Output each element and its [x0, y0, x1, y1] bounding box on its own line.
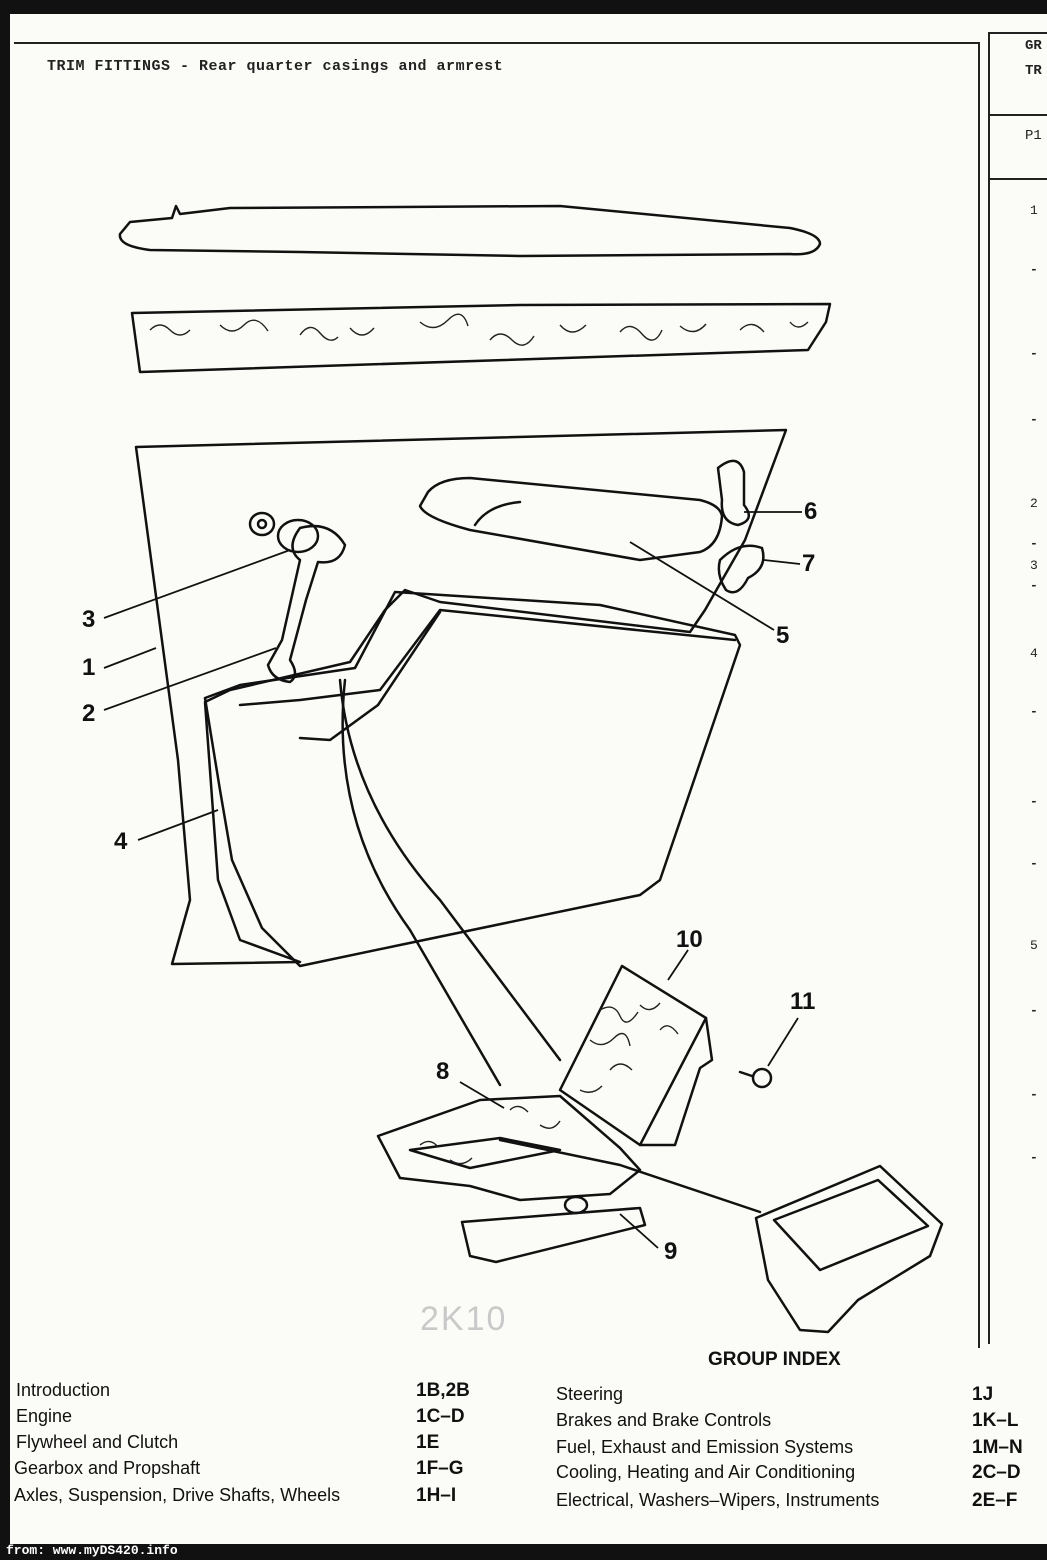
armrest-pad-highlight	[473, 500, 522, 527]
mounting-bracket	[376, 1094, 642, 1202]
finisher-top	[716, 459, 751, 527]
bracket-veneer-pattern	[419, 1105, 561, 1165]
list-dash: -	[1030, 794, 1038, 809]
illustration-panel	[14, 42, 980, 1348]
callout-6: 6	[804, 498, 818, 525]
trim-screw-shank	[738, 1070, 754, 1078]
winder-handle	[266, 524, 347, 684]
index-item-code: 1M–N	[972, 1437, 1023, 1458]
list-dash: -	[1030, 704, 1038, 719]
index-item-name: Gearbox and Propshaft	[14, 1458, 201, 1478]
leader-8	[459, 1081, 505, 1109]
leader-11	[767, 1017, 799, 1067]
index-item-name: Axles, Suspension, Drive Shafts, Wheels	[14, 1485, 341, 1505]
callout-9: 9	[664, 1238, 678, 1265]
list-dash: -	[1030, 536, 1038, 551]
source-footer: from: www.myDS420.info	[6, 1543, 178, 1558]
list-dash: -	[1030, 346, 1038, 361]
veneer-pattern	[149, 313, 809, 346]
plate-hole	[563, 1195, 589, 1215]
group-index-title: GROUP INDEX	[708, 1349, 841, 1370]
winder-escutcheon	[276, 518, 320, 554]
callout-3: 3	[82, 606, 96, 633]
connecting-strip-lower	[498, 1138, 762, 1214]
list-dash: -	[1030, 412, 1038, 427]
plate-number: 2	[1030, 496, 1038, 511]
leader-1	[103, 647, 157, 669]
leader-2	[103, 647, 277, 711]
trim-screw	[751, 1067, 773, 1089]
plate-number: 5	[1030, 938, 1038, 953]
callout-2: 2	[82, 700, 96, 727]
index-item-name: Flywheel and Clutch	[16, 1432, 179, 1452]
winder-washer-hole	[256, 518, 268, 530]
index-item-name: Introduction	[16, 1380, 111, 1400]
callout-8: 8	[436, 1058, 450, 1085]
index-item-code: 1H–I	[416, 1485, 457, 1506]
leader-9	[619, 1213, 659, 1249]
leader-3	[103, 549, 291, 619]
index-item-code: 1E	[416, 1432, 440, 1453]
callout-11: 11	[790, 988, 816, 1015]
veneer-fillet	[130, 302, 832, 374]
callout-5: 5	[776, 622, 790, 649]
column-head-1: GR	[1025, 38, 1042, 54]
callout-1: 1	[82, 654, 96, 681]
index-item-name: Cooling, Heating and Air Conditioning	[556, 1462, 856, 1482]
rear-quarter-casing	[134, 428, 788, 966]
index-item-code: 1J	[972, 1384, 994, 1405]
leader-5	[629, 541, 775, 631]
callout-7: 7	[802, 550, 816, 577]
parts-list-column	[988, 32, 1047, 1344]
index-item-name: Fuel, Exhaust and Emission Systems	[556, 1437, 854, 1457]
column-subhead: P1	[1025, 128, 1042, 144]
index-item-name: Brakes and Brake Controls	[556, 1410, 772, 1430]
armrest-body	[203, 590, 742, 968]
index-item-name: Steering	[556, 1384, 624, 1404]
column-head-2: TR	[1025, 63, 1042, 79]
index-item-code: 1B,2B	[416, 1380, 470, 1401]
leader-7	[763, 559, 801, 565]
list-dash: -	[1030, 578, 1038, 593]
index-item-code: 2E–F	[972, 1490, 1018, 1511]
mounting-plate	[460, 1206, 647, 1264]
ashtray	[754, 1164, 944, 1334]
list-dash: -	[1030, 1150, 1038, 1165]
index-item-code: 1C–D	[416, 1406, 465, 1427]
index-item-name: Electrical, Washers–Wipers, Instruments	[556, 1490, 880, 1510]
column-rule	[988, 178, 1047, 180]
page-title: TRIM FITTINGS - Rear quarter casings and…	[47, 58, 504, 75]
capping-rail	[118, 204, 822, 258]
armrest-top-edge	[238, 608, 737, 707]
armrest-front-face	[298, 610, 442, 742]
index-item-code: 1F–G	[416, 1458, 464, 1479]
armrest-pad	[418, 476, 724, 562]
column-rule	[988, 114, 1047, 116]
leader-4	[137, 809, 219, 841]
list-dash: -	[1030, 1087, 1038, 1102]
list-dash: -	[1030, 262, 1038, 277]
list-dash: -	[1030, 856, 1038, 871]
index-item-code: 1K–L	[972, 1410, 1019, 1431]
finisher-bottom	[717, 544, 765, 594]
index-item-code: 2C–D	[972, 1462, 1021, 1483]
list-dash: -	[1030, 1003, 1038, 1018]
plate-number: 3	[1030, 558, 1038, 573]
plate-number: 4	[1030, 646, 1038, 661]
leader-10	[667, 949, 689, 981]
plate-stamp: 2K10	[420, 1300, 508, 1338]
ashtray-lid	[772, 1178, 930, 1272]
ashtray-housing-side	[638, 1016, 714, 1147]
bracket-slot	[408, 1136, 562, 1170]
callout-4: 4	[114, 828, 128, 855]
connecting-strip-edge	[341, 678, 502, 1087]
connecting-strip	[338, 678, 562, 1062]
housing-veneer-pattern	[579, 1002, 679, 1093]
winder-washer	[248, 511, 276, 537]
plate-number: 1	[1030, 203, 1038, 218]
callout-10: 10	[676, 926, 703, 953]
index-item-name: Engine	[16, 1406, 73, 1426]
